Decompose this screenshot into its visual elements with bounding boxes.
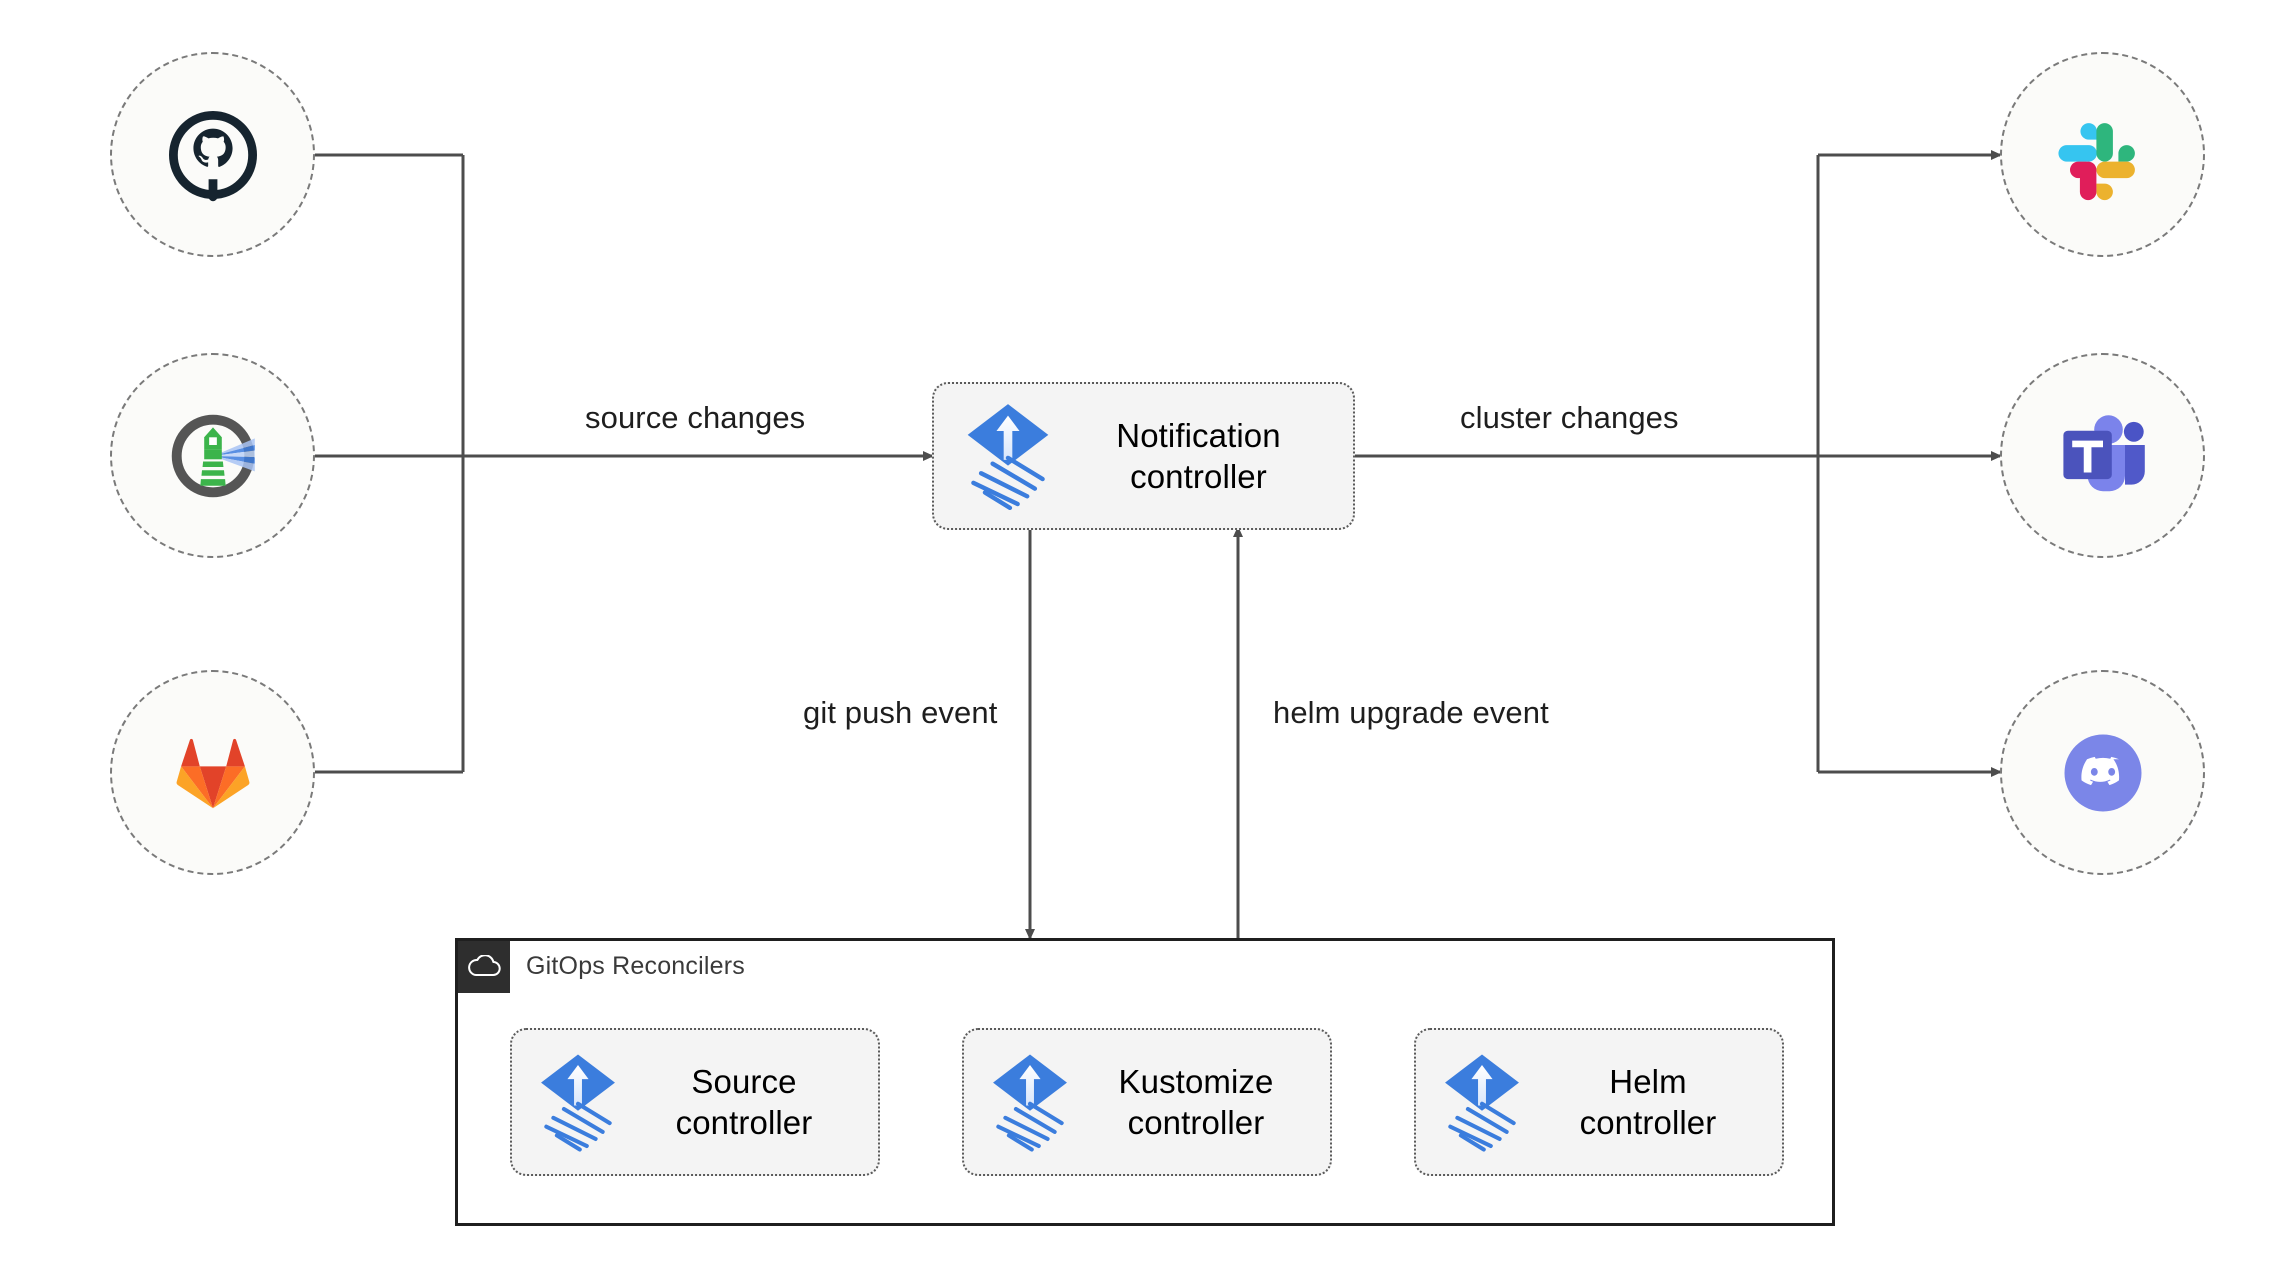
target-node-discord[interactable]: [2000, 670, 2205, 875]
github-icon: [168, 110, 257, 201]
source-controller-box[interactable]: Source controller: [510, 1028, 880, 1176]
cloud-icon: [468, 955, 501, 977]
target-node-teams[interactable]: [2000, 353, 2205, 558]
flux-lighthouse-icon: [171, 414, 255, 497]
edge-label-cluster-changes: cluster changes: [1452, 400, 1687, 436]
gitops-badge: [458, 941, 510, 993]
helm-controller-box[interactable]: Helm controller: [1414, 1028, 1784, 1176]
gitops-title: GitOps Reconcilers: [526, 952, 745, 980]
source-node-flux[interactable]: [110, 353, 315, 558]
edge-label-source-changes: source changes: [577, 400, 814, 436]
source-controller-label: Source controller: [675, 1062, 813, 1141]
target-node-slack[interactable]: [2000, 52, 2205, 257]
notification-controller-box[interactable]: Notification controller: [932, 382, 1355, 530]
discord-icon: [2064, 734, 2141, 811]
helm-controller-label: Helm controller: [1579, 1062, 1717, 1141]
flux-logo-icon: [1445, 1054, 1519, 1152]
kustomize-controller-box[interactable]: Kustomize controller: [962, 1028, 1332, 1176]
edge-label-helm-upgrade-event: helm upgrade event: [1265, 695, 1557, 731]
notification-controller-label: Notification controller: [1116, 416, 1281, 495]
gitlab-icon: [176, 738, 249, 808]
slack-icon: [2057, 122, 2135, 200]
flux-logo-icon: [993, 1054, 1067, 1152]
edge-label-git-push-event: git push event: [795, 695, 1006, 731]
microsoft-teams-icon: [2062, 414, 2145, 491]
flux-logo-icon: [967, 404, 1049, 511]
kustomize-controller-label: Kustomize controller: [1118, 1062, 1274, 1141]
source-node-gitlab[interactable]: [110, 670, 315, 875]
flux-logo-icon: [541, 1054, 615, 1152]
source-node-github[interactable]: [110, 52, 315, 257]
